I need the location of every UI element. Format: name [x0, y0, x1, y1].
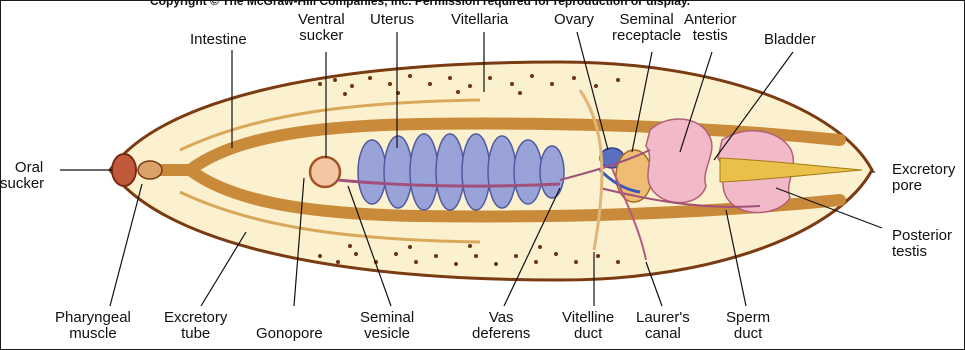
- label-excretory-tube: Excretory tube: [164, 310, 227, 342]
- label-excretory-pore-line1: Excretory: [892, 162, 955, 178]
- label-intestine-line1: Intestine: [190, 31, 247, 48]
- label-laurers-canal-line2: canal: [636, 326, 690, 342]
- label-vas-deferens-line1: Vas: [472, 310, 530, 326]
- label-excretory-tube-line1: Excretory: [164, 310, 227, 326]
- label-uterus: Uterus: [370, 12, 414, 28]
- label-excretory-tube-line2: tube: [164, 326, 227, 342]
- label-anterior-testis-line2: testis: [684, 28, 737, 44]
- label-laurers-canal: Laurer's canal: [636, 310, 690, 342]
- label-seminal-receptacle-line2: receptacle: [612, 28, 681, 44]
- label-posterior-testis-line2: testis: [892, 244, 952, 260]
- label-ovary: Ovary: [554, 12, 594, 28]
- label-oral-sucker: Oral sucker: [14, 160, 44, 192]
- label-pharyngeal-muscle: Pharyngeal muscle: [55, 310, 131, 342]
- label-vitelline-duct-line1: Vitelline: [562, 310, 614, 326]
- label-sperm-duct-line2: duct: [726, 326, 770, 342]
- ventral-sucker: [310, 157, 340, 187]
- label-pharyngeal-muscle-line2: muscle: [55, 326, 131, 342]
- label-seminal-receptacle-line1: Seminal: [612, 12, 681, 28]
- label-oral-sucker-line2: sucker: [0, 176, 44, 192]
- label-vitelline-duct: Vitelline duct: [562, 310, 614, 342]
- label-vas-deferens-line2: deferens: [472, 326, 530, 342]
- label-laurers-canal-line1: Laurer's: [636, 310, 690, 326]
- label-vitellaria: Vitellaria: [451, 12, 508, 28]
- label-pharyngeal-muscle-line1: Pharyngeal: [55, 310, 131, 326]
- label-ventral-sucker-line2: sucker: [298, 28, 345, 44]
- label-posterior-testis-line1: Posterior: [892, 228, 952, 244]
- label-oral-sucker-line1: Oral: [14, 160, 44, 176]
- label-vitelline-duct-line2: duct: [562, 326, 614, 342]
- label-seminal-vesicle-line2: vesicle: [360, 326, 414, 342]
- label-gonopore: Gonopore: [256, 326, 323, 342]
- label-excretory-pore-line2: pore: [892, 178, 955, 194]
- label-ventral-sucker: Ventral sucker: [298, 12, 345, 44]
- label-ovary-line1: Ovary: [554, 11, 594, 28]
- label-sperm-duct: Sperm duct: [726, 310, 770, 342]
- label-uterus-line1: Uterus: [370, 11, 414, 28]
- label-ventral-sucker-line1: Ventral: [298, 12, 345, 28]
- label-anterior-testis: Anterior testis: [684, 12, 737, 44]
- label-posterior-testis: Posterior testis: [892, 228, 952, 260]
- label-bladder-line1: Bladder: [764, 31, 816, 48]
- label-bladder: Bladder: [764, 32, 816, 48]
- label-vas-deferens: Vas deferens: [472, 310, 530, 342]
- label-sperm-duct-line1: Sperm: [726, 310, 770, 326]
- label-anterior-testis-line1: Anterior: [684, 12, 737, 28]
- label-intestine: Intestine: [190, 32, 247, 48]
- label-gonopore-line1: Gonopore: [256, 325, 323, 342]
- label-excretory-pore: Excretory pore: [892, 162, 955, 194]
- label-seminal-receptacle: Seminal receptacle: [612, 12, 681, 44]
- oral-sucker: [112, 154, 136, 186]
- label-seminal-vesicle-line1: Seminal: [360, 310, 414, 326]
- label-vitellaria-line1: Vitellaria: [451, 11, 508, 28]
- anterior-testis: [646, 119, 712, 203]
- label-seminal-vesicle: Seminal vesicle: [360, 310, 414, 342]
- pharyngeal-muscle: [138, 161, 162, 179]
